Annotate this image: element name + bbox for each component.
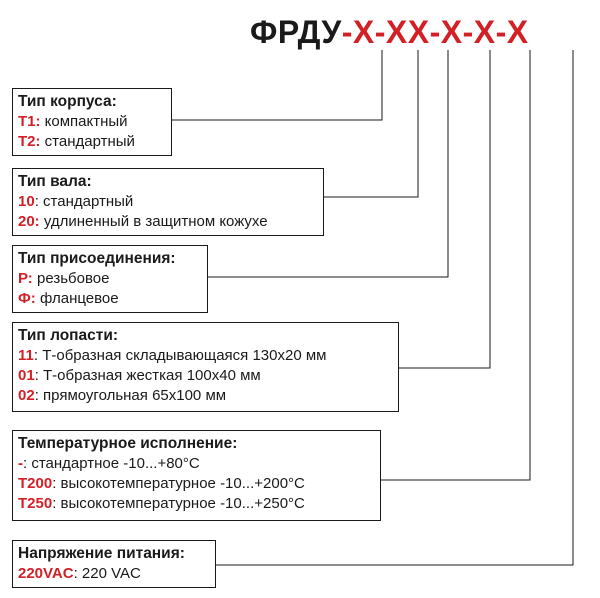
code-segment-5: X: [473, 14, 496, 50]
code-segment-3: X: [407, 14, 430, 50]
option-text: резьбовое: [32, 270, 110, 287]
option-code: 02: [18, 387, 35, 404]
option-row: -: стандартное -10...+80°С: [18, 454, 375, 474]
box-housing-type: Тип корпуса: T1: компактный T2: стандарт…: [12, 88, 172, 156]
code-separator: -: [374, 14, 386, 50]
connector-blade: [398, 50, 491, 369]
option-row: T250: высокотемпературное -10...+250°С: [18, 494, 375, 514]
option-text: компактный: [40, 113, 128, 130]
box-title: Тип присоединения:: [18, 250, 176, 267]
box-title: Напряжение питания:: [18, 545, 185, 562]
code-separator: -: [341, 14, 353, 50]
connector-shaft: [323, 50, 419, 198]
code-separator: -: [495, 14, 507, 50]
option-code: 11: [18, 347, 34, 364]
code-separator: -: [462, 14, 474, 50]
option-code: Ф:: [18, 290, 36, 307]
box-supply-voltage: Напряжение питания: 220VAC: 220 VAC: [12, 540, 216, 588]
option-row: T1: компактный: [18, 112, 166, 132]
option-text: фланцевое: [35, 290, 119, 307]
option-code: T2:: [18, 133, 41, 150]
option-code: -: [18, 455, 23, 472]
box-blade-type: Тип лопасти: 11: Т-образная складывающая…: [12, 322, 399, 412]
code-segment-1: X: [352, 14, 375, 50]
option-row: 01: Т-образная жесткая 100х40 мм: [18, 366, 393, 386]
option-text: : 220 VAC: [73, 565, 141, 582]
option-row: 10: стандартный: [18, 192, 318, 212]
option-text: : стандартный: [34, 193, 134, 210]
connector-connection: [207, 50, 449, 278]
option-code: T250: [18, 495, 53, 512]
option-code: 20:: [18, 213, 40, 230]
option-row: 20: удлиненный в защитном кожухе: [18, 212, 318, 232]
connector-voltage: [215, 50, 574, 566]
box-title: Тип вала:: [18, 173, 92, 190]
option-text: удлиненный в защитном кожухе: [39, 213, 268, 230]
option-text: : высокотемпературное -10...+200°С: [52, 475, 305, 492]
option-row: Ф: фланцевое: [18, 289, 202, 309]
option-row: 220VAC: 220 VAC: [18, 564, 210, 584]
option-row: Р: резьбовое: [18, 269, 202, 289]
option-code: T1:: [18, 113, 41, 130]
box-connection-type: Тип присоединения: Р: резьбовое Ф: фланц…: [12, 245, 208, 313]
connector-housing: [171, 50, 383, 121]
box-title: Тип корпуса:: [18, 93, 117, 110]
box-title: Температурное исполнение:: [18, 435, 238, 452]
option-code: 220VAC: [18, 565, 74, 582]
option-text: : Т-образная жесткая 100х40 мм: [34, 367, 261, 384]
code-segment-2: X: [385, 14, 408, 50]
connector-temperature: [380, 50, 531, 481]
box-title: Тип лопасти:: [18, 327, 119, 344]
code-separator: -: [429, 14, 441, 50]
option-text: : высокотемпературное -10...+250°С: [52, 495, 305, 512]
option-text: : прямоугольная 65х100 мм: [34, 387, 227, 404]
option-text: стандартный: [40, 133, 135, 150]
box-temperature-version: Температурное исполнение: -: стандартное…: [12, 430, 381, 521]
option-row: T2: стандартный: [18, 132, 166, 152]
model-code: ФРДУ-X-XX-X-X-X: [250, 14, 529, 50]
option-row: T200: высокотемпературное -10...+200°С: [18, 474, 375, 494]
option-code: 10: [18, 193, 35, 210]
option-row: 11: Т-образная складывающаяся 130х20 мм: [18, 346, 393, 366]
option-code: T200: [18, 475, 53, 492]
option-code: 01: [18, 367, 35, 384]
option-text: : стандартное -10...+80°С: [23, 455, 200, 472]
option-code: Р:: [18, 270, 33, 287]
code-segment-6: X: [506, 14, 529, 50]
option-text: : Т-образная складывающаяся 130х20 мм: [33, 347, 327, 364]
option-row: 02: прямоугольная 65х100 мм: [18, 386, 393, 406]
box-shaft-type: Тип вала: 10: стандартный 20: удлиненный…: [12, 168, 324, 236]
model-prefix: ФРДУ: [250, 14, 342, 50]
code-segment-4: X: [440, 14, 463, 50]
